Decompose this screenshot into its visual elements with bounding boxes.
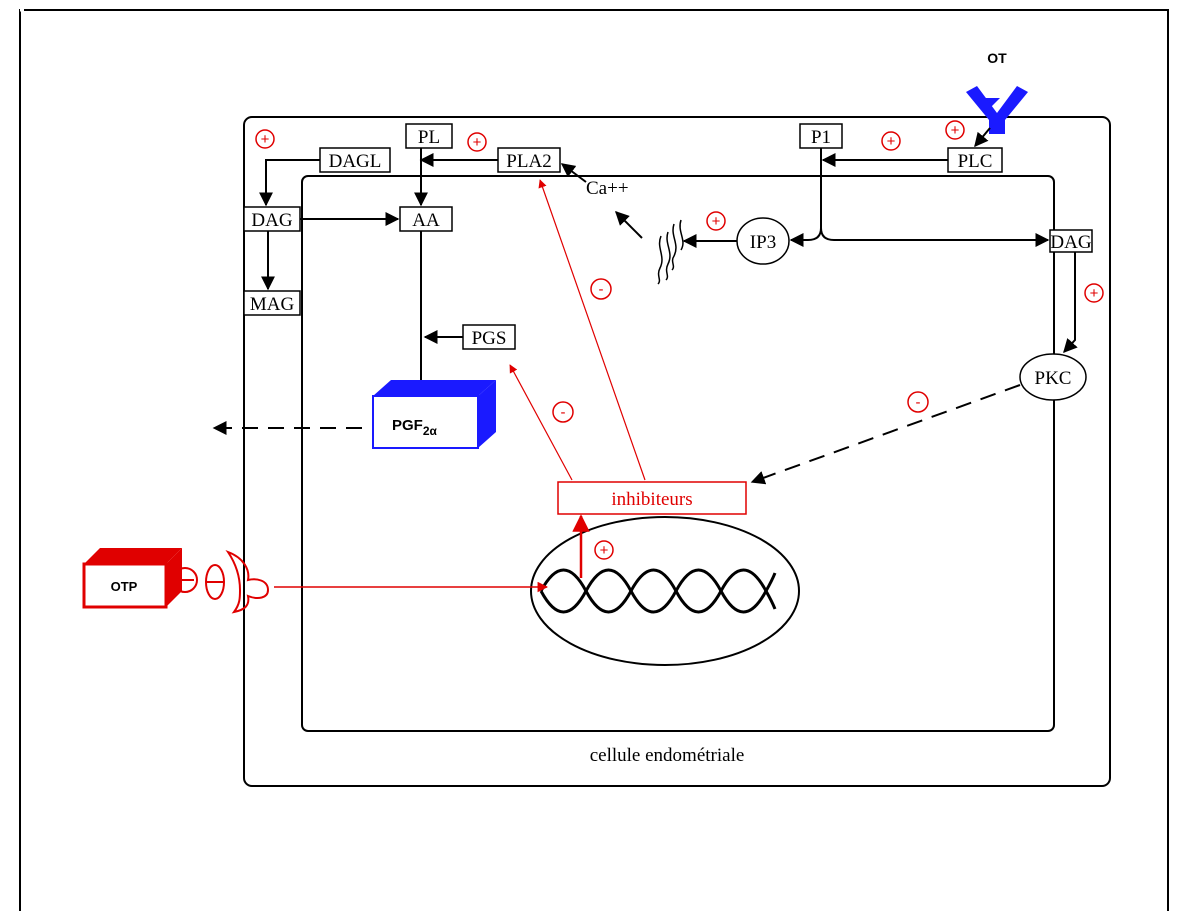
minus-sign: - xyxy=(561,404,566,421)
arrow-reticulum-to-ca xyxy=(616,212,642,238)
minus-sign: - xyxy=(599,281,604,298)
ca-label: Ca++ xyxy=(586,178,629,199)
dag-right-label: DAG xyxy=(1050,232,1091,253)
line-p1-split xyxy=(791,148,821,240)
black-arrows xyxy=(214,128,1075,482)
plus-sign: + xyxy=(1090,285,1099,302)
plus-sign: + xyxy=(261,131,270,148)
nucleus xyxy=(531,517,799,665)
plc-label: PLC xyxy=(958,151,993,172)
dna-icon xyxy=(541,570,775,612)
arrow-dagl-to-dag xyxy=(266,160,320,205)
cell-label: cellule endométriale xyxy=(590,745,745,766)
arrow-pkc-to-inhibiteurs xyxy=(752,385,1020,482)
plus-sign: + xyxy=(887,133,896,150)
plus-sign: + xyxy=(600,542,609,559)
arrow-p1-to-dag xyxy=(821,228,1048,240)
otp-label: OTP xyxy=(111,579,138,594)
plus-sign: + xyxy=(473,134,482,151)
pl-label: PL xyxy=(418,127,440,148)
arrow-dag-to-pkc xyxy=(1064,252,1075,352)
p1-label: P1 xyxy=(811,127,831,148)
inhibiteurs-label: inhibiteurs xyxy=(611,489,692,510)
aa-label: AA xyxy=(412,210,440,231)
dagl-label: DAGL xyxy=(329,151,382,172)
cell-outer-membrane xyxy=(244,117,1110,786)
arrow-ot-to-plc xyxy=(975,128,990,146)
pkc-label: PKC xyxy=(1035,368,1072,389)
cell-inner-membrane xyxy=(302,176,1054,731)
arrow-ca-to-pla2 xyxy=(562,164,586,182)
ot-receptor-icon xyxy=(966,86,1028,134)
otp-receptor-icon xyxy=(206,552,268,612)
minus-sign: - xyxy=(916,394,921,411)
dag-left-label: DAG xyxy=(251,210,292,231)
reticulum-icon xyxy=(658,220,683,284)
plus-sign: + xyxy=(712,213,721,230)
minus-signs: - - - xyxy=(173,279,928,592)
pla2-label: PLA2 xyxy=(506,151,551,172)
otp-box xyxy=(84,548,182,607)
plus-sign: + xyxy=(951,122,960,139)
ip3-label: IP3 xyxy=(750,232,776,253)
ot-label: OT xyxy=(987,50,1007,66)
pgf2a-main: PGF xyxy=(392,417,423,434)
mag-label: MAG xyxy=(250,294,295,315)
page-frame xyxy=(20,10,1168,911)
pgs-label: PGS xyxy=(472,328,507,349)
pgf2a-subscript: 2α xyxy=(423,424,438,438)
